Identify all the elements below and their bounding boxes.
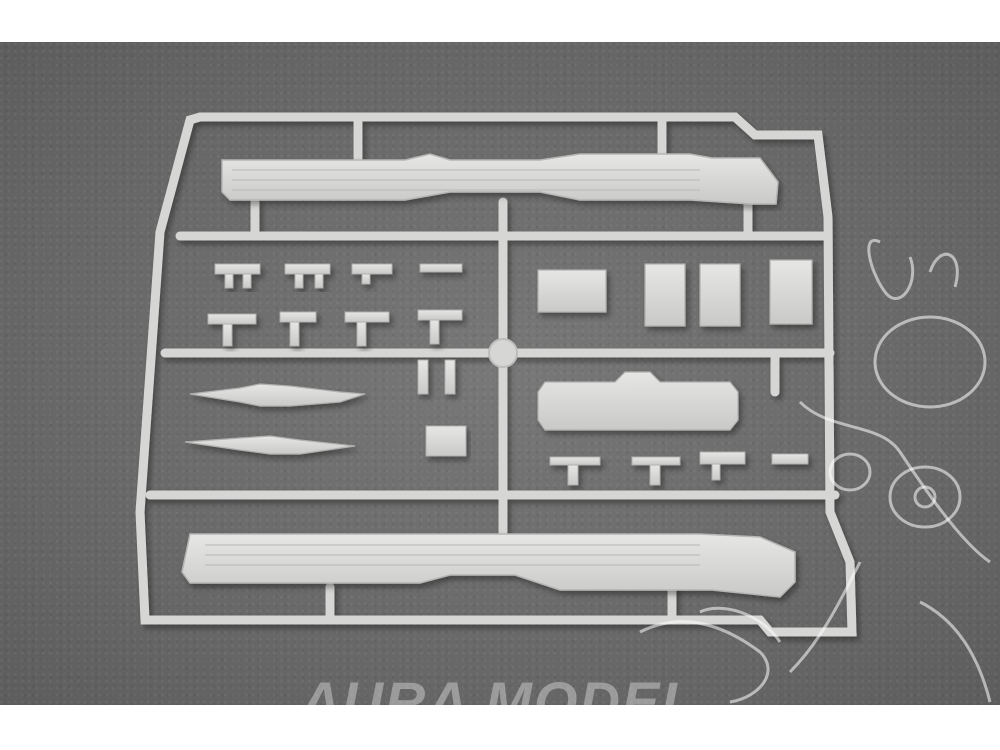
caricature-bug-mascot-icon (639, 238, 992, 704)
long-side-panel-top (221, 153, 779, 205)
box-parts-upper-right (537, 259, 813, 327)
long-side-panel-bottom (181, 533, 796, 598)
center-small-parts (417, 359, 467, 457)
sprue-gate-hub (488, 338, 518, 368)
engine-deck-plate (537, 371, 739, 431)
bracket-parts-row-1 (214, 263, 463, 289)
watermark-logo-text: AURA MODEL (300, 670, 698, 706)
product-photo: AURA MODEL (0, 42, 1000, 705)
bracket-parts-row-2 (207, 309, 463, 347)
elongated-parts-left (184, 383, 366, 455)
bracket-parts-lower-right (549, 451, 809, 486)
sprue-illustration (135, 112, 992, 704)
